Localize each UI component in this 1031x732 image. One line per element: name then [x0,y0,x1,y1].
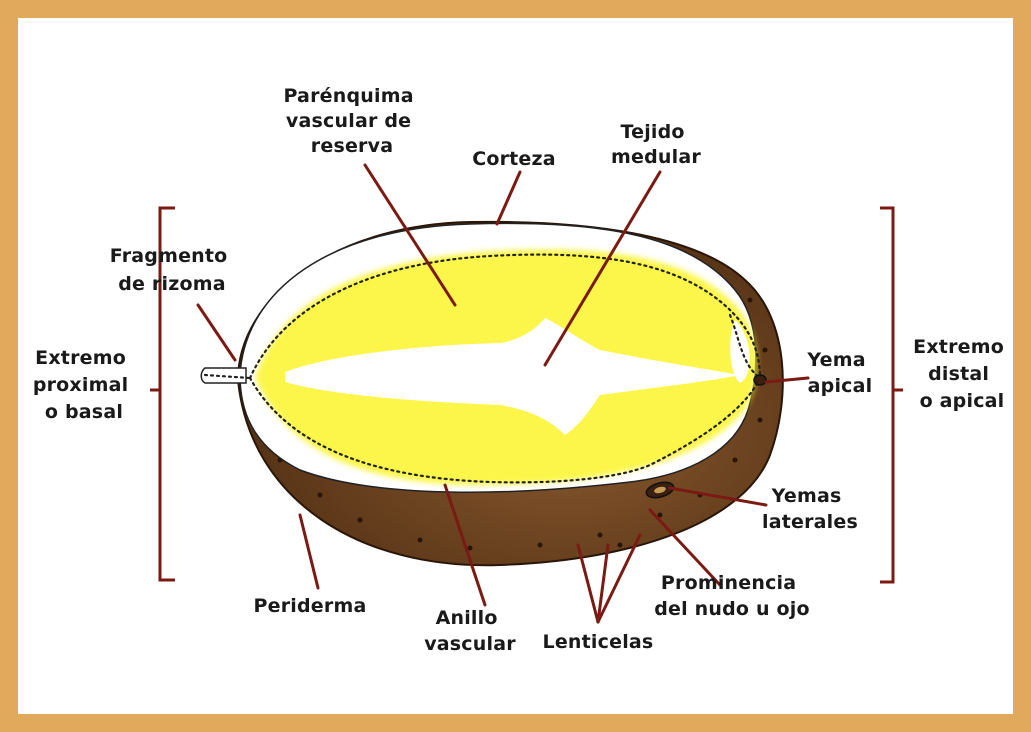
label-fragmento: Fragmento de rizoma [110,245,235,295]
label-proximal: Extremo proximal o basal [33,347,135,423]
leader-periderma [300,515,318,588]
label-lenticelas: Lenticelas [543,631,654,653]
label-periderma: Periderma [254,595,367,617]
label-prominencia: Prominencia del nudo u ojo [654,572,810,620]
apical-bud [754,375,766,385]
label-parenquima: Parénquima vascular de reserva [283,85,420,157]
label-anillo: Anillo vascular [424,607,516,655]
bracket-distal [880,208,903,582]
label-yema-apical: Yema apical [806,349,872,397]
label-yemas-laterales: Yemas laterales [762,485,858,533]
label-tejido: Tejido medular [611,121,701,168]
leader-fragmento [198,305,235,360]
label-distal: Extremo distal o apical [913,336,1011,412]
leader-corteza [497,172,520,224]
label-corteza: Corteza [472,148,556,170]
